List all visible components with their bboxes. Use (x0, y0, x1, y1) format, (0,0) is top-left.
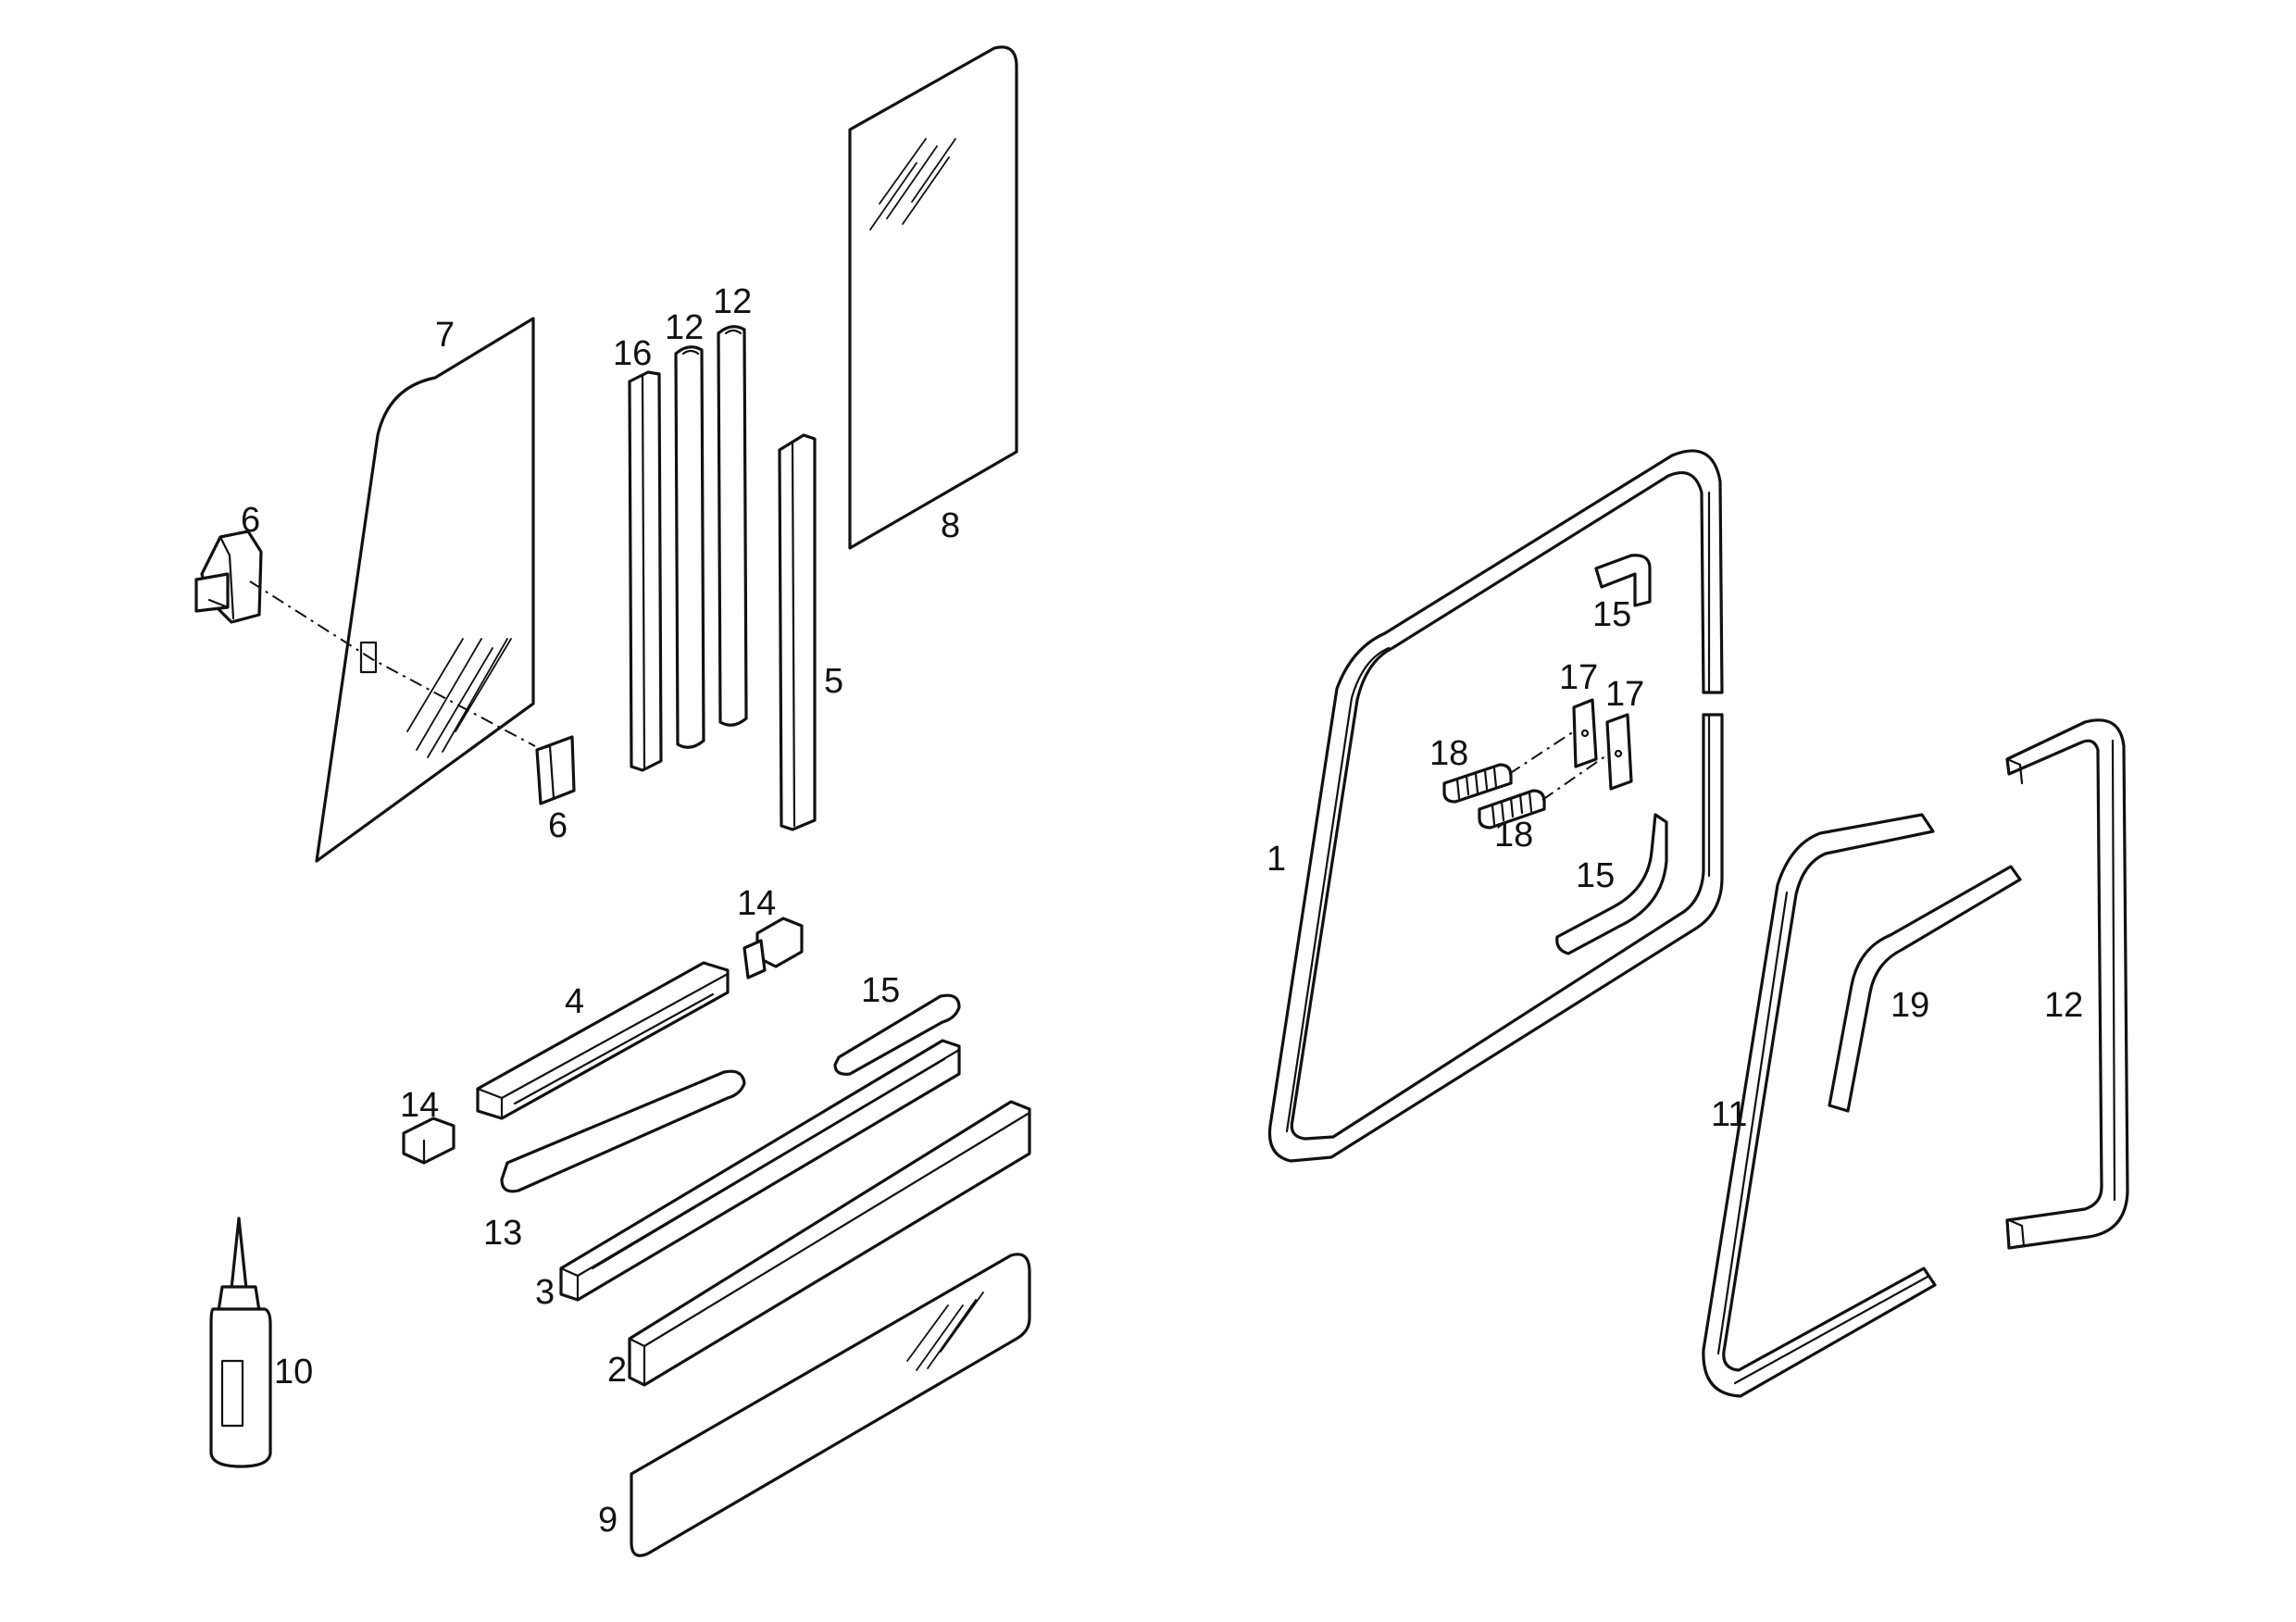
part-15-short-seal (833, 993, 961, 1076)
part-9-glass-strip (630, 1253, 1031, 1557)
callout-12-frame: 12 (2044, 986, 2083, 1025)
part-3-channel (559, 1039, 961, 1302)
callout-4: 4 (565, 982, 584, 1021)
callout-10: 10 (274, 1353, 313, 1391)
callout-6-clip: 6 (548, 806, 568, 845)
callout-11: 11 (1711, 1095, 1747, 1134)
assembly-line-17-18 (1508, 730, 1610, 801)
callout-labels: 1 2 3 4 5 6 6 7 8 9 10 11 12 12 12 13 14… (241, 282, 2083, 1540)
callout-5: 5 (824, 662, 843, 701)
part-4-channel (476, 961, 730, 1120)
callout-1: 1 (1267, 840, 1286, 879)
callout-12-left: 12 (665, 308, 704, 347)
part-6-latch (194, 530, 263, 624)
callout-15-hook: 15 (1592, 595, 1631, 634)
callout-8: 8 (941, 506, 960, 545)
callout-3: 3 (535, 1273, 555, 1312)
callout-2: 2 (607, 1351, 627, 1390)
callout-9: 9 (598, 1501, 618, 1540)
assembly-line-6 (249, 580, 536, 747)
part-14-connector-upper (742, 917, 804, 979)
callout-17-right: 17 (1605, 675, 1644, 714)
part-13-round-seal (500, 1069, 746, 1193)
part-7-side-glass (315, 317, 535, 863)
callout-7: 7 (435, 316, 455, 355)
callout-12-right: 12 (713, 282, 752, 321)
callout-18-upper: 18 (1429, 734, 1468, 773)
part-15-curved-seal (1555, 813, 1668, 955)
callout-14-upper: 14 (737, 884, 776, 923)
part-18-spring-upper (1442, 763, 1513, 804)
part-15-hook (1594, 554, 1652, 607)
part-8-glass-pane (848, 45, 1018, 550)
part-5-strip (778, 433, 817, 831)
callout-13: 13 (483, 1214, 522, 1253)
part-12-seal-right (717, 325, 748, 727)
callout-17-left: 17 (1559, 658, 1598, 697)
callout-14-lower: 14 (400, 1086, 439, 1125)
part-12-frame-seal (2005, 718, 2129, 1250)
part-17-bracket-right (1605, 713, 1633, 791)
callout-15-curved: 15 (1576, 856, 1615, 895)
callout-18-lower: 18 (1494, 816, 1533, 855)
part-16-profile (628, 370, 663, 772)
part-10-sealant-tube (209, 1216, 272, 1468)
part-2-profile (628, 1100, 1031, 1387)
callout-6-latch: 6 (241, 501, 260, 540)
part-19-curved-trim (1828, 865, 2022, 1113)
callout-15-short: 15 (861, 971, 900, 1010)
callout-19: 19 (1890, 986, 1929, 1025)
part-14-connector-lower (402, 1117, 455, 1165)
part-6-clip (535, 735, 576, 805)
callout-16: 16 (613, 334, 652, 373)
part-18-spring-lower (1478, 789, 1546, 830)
part-1-seal-frame (1267, 449, 1724, 1163)
part-17-bracket-left (1572, 698, 1598, 768)
part-12-seal-left (674, 345, 705, 749)
part-11-L-seal (1702, 813, 1937, 1398)
